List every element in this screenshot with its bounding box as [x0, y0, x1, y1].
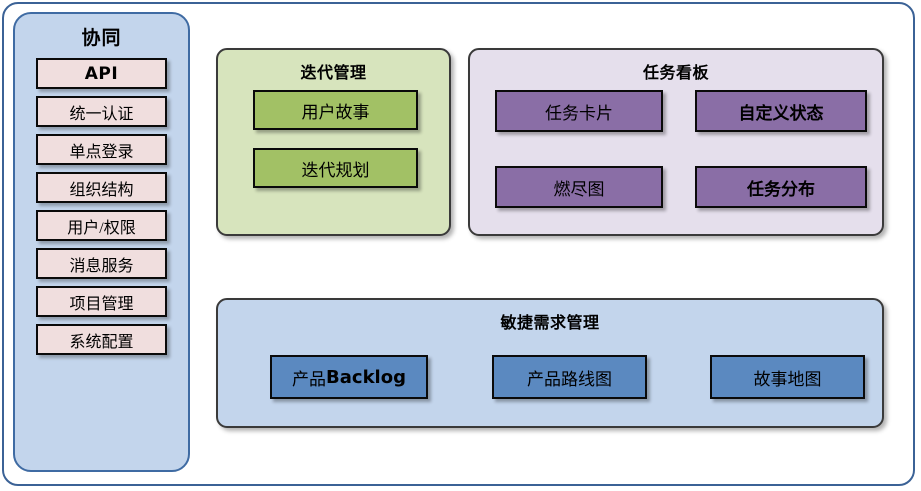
sidebar-item-label: 单点登录 [69, 143, 134, 161]
sidebar-item-api[interactable]: API [36, 58, 167, 89]
sidebar-item-label: 组织结构 [69, 181, 134, 199]
chip-task-distribution[interactable]: 任务分布 [695, 166, 867, 208]
sidebar-item-sso[interactable]: 单点登录 [36, 134, 167, 165]
chip-label-prefix: 产品 [292, 369, 327, 389]
chip-label: 迭代规划 [301, 160, 370, 180]
chip-product-roadmap[interactable]: 产品路线图 [492, 355, 647, 399]
chip-custom-status[interactable]: 自定义状态 [695, 90, 867, 132]
chip-label-suffix: Backlog [326, 366, 406, 388]
sidebar-item-label: 用户/权限 [67, 219, 136, 237]
sidebar-item-user-permission[interactable]: 用户/权限 [36, 210, 167, 241]
sidebar-item-list: API 统一认证 单点登录 组织结构 用户/权限 消息服务 项目管理 系统配置 [15, 58, 188, 355]
sidebar-item-system-config[interactable]: 系统配置 [36, 324, 167, 355]
panel-iteration-management: 迭代管理 用户故事 迭代规划 [216, 48, 451, 236]
chip-label: 燃尽图 [553, 179, 605, 199]
panel-title: 迭代管理 [300, 63, 367, 82]
chip-task-card[interactable]: 任务卡片 [495, 90, 663, 132]
sidebar-item-org-structure[interactable]: 组织结构 [36, 172, 167, 203]
chip-label: 自定义状态 [738, 103, 824, 124]
chip-label: 用户故事 [301, 102, 370, 122]
sidebar-item-label: 统一认证 [69, 105, 134, 123]
sidebar-item-unified-auth[interactable]: 统一认证 [36, 96, 167, 127]
chip-story-map[interactable]: 故事地图 [710, 355, 865, 399]
sidebar-item-label: 消息服务 [69, 257, 134, 275]
panel-title: 敏捷需求管理 [500, 313, 600, 332]
sidebar-item-label: 系统配置 [69, 333, 134, 351]
chip-burndown-chart[interactable]: 燃尽图 [495, 166, 663, 208]
chip-user-story[interactable]: 用户故事 [253, 90, 418, 130]
panel-task-board: 任务看板 任务卡片 自定义状态 燃尽图 任务分布 [468, 48, 884, 236]
panel-title: 任务看板 [642, 63, 709, 82]
sidebar-title: 协同 [81, 27, 122, 49]
chip-label: 故事地图 [753, 369, 822, 389]
sidebar-collaboration-panel: 协同 API 统一认证 单点登录 组织结构 用户/权限 消息服务 项目管理 [13, 12, 190, 472]
sidebar-item-label: API [84, 63, 119, 84]
chip-label: 任务分布 [747, 179, 815, 200]
sidebar-item-message-service[interactable]: 消息服务 [36, 248, 167, 279]
sidebar-item-label: 项目管理 [69, 295, 134, 313]
chip-iteration-planning[interactable]: 迭代规划 [253, 148, 418, 188]
chip-label: 任务卡片 [545, 103, 613, 123]
chip-label: 产品路线图 [527, 369, 612, 389]
sidebar-item-project-management[interactable]: 项目管理 [36, 286, 167, 317]
